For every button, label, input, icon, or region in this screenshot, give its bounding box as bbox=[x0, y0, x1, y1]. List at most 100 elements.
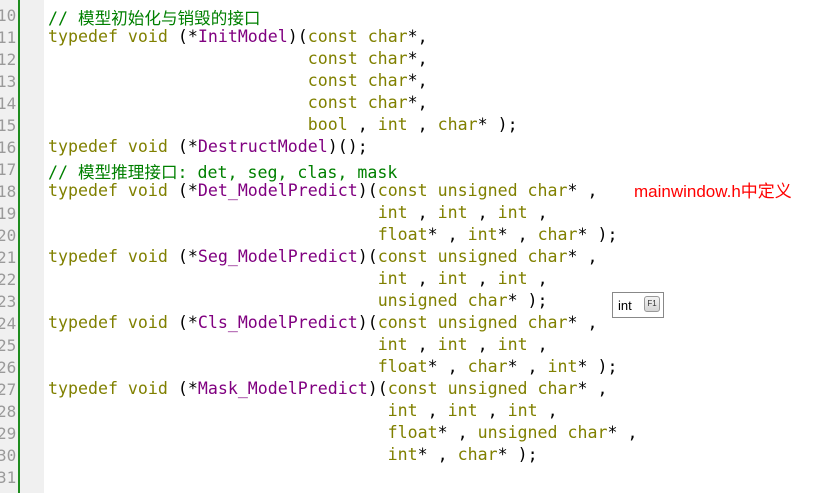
line-number: 21 bbox=[0, 248, 17, 267]
keyword-token: float bbox=[377, 357, 428, 376]
punctuation-token: , bbox=[467, 335, 498, 354]
punctuation-token: , bbox=[347, 115, 378, 134]
keyword-token: int bbox=[377, 269, 408, 288]
code-line: float* , char* , int* ); bbox=[48, 357, 637, 379]
punctuation-token bbox=[48, 115, 308, 134]
keyword-token: char bbox=[467, 357, 508, 376]
keyword-token: unsigned char bbox=[477, 423, 608, 442]
code-line: typedef void (*Mask_ModelPredict)(const … bbox=[48, 379, 637, 401]
keyword-token: int bbox=[387, 445, 418, 464]
punctuation-token: * , bbox=[567, 181, 598, 200]
punctuation-token: )(); bbox=[327, 137, 368, 156]
punctuation-token: * ); bbox=[477, 115, 518, 134]
keyword-token: int bbox=[497, 335, 528, 354]
punctuation-token bbox=[48, 269, 378, 288]
punctuation-token: * , bbox=[427, 357, 468, 376]
punctuation-token: * , bbox=[497, 225, 538, 244]
punctuation-token: * , bbox=[607, 423, 638, 442]
keyword-token: const unsigned char bbox=[377, 313, 568, 332]
line-number: 10 bbox=[0, 6, 17, 25]
function-name-token: Seg_ModelPredict bbox=[197, 247, 358, 266]
tooltip-text: int bbox=[618, 298, 632, 313]
change-marker-bar bbox=[18, 0, 20, 493]
line-number: 23 bbox=[0, 292, 17, 311]
punctuation-token: (* bbox=[177, 247, 198, 266]
code-line: float* , unsigned char* , bbox=[48, 423, 638, 445]
punctuation-token: (* bbox=[177, 137, 198, 156]
punctuation-token: * , bbox=[417, 445, 458, 464]
punctuation-token: * ); bbox=[507, 291, 548, 310]
punctuation-token: (* bbox=[177, 379, 198, 398]
punctuation-token bbox=[48, 225, 378, 244]
punctuation-token: , bbox=[407, 269, 438, 288]
keyword-token: int bbox=[467, 225, 498, 244]
punctuation-token: , bbox=[417, 401, 448, 420]
punctuation-token: * , bbox=[437, 423, 478, 442]
punctuation-token bbox=[48, 335, 378, 354]
code-line: // 模型推理接口: det, seg, clas, mask bbox=[48, 159, 637, 182]
keyword-token: int bbox=[547, 357, 578, 376]
keyword-token: const char bbox=[307, 49, 408, 68]
line-number: 25 bbox=[0, 336, 17, 355]
keyword-token: int bbox=[377, 335, 408, 354]
function-name-token: Cls_ModelPredict bbox=[197, 313, 358, 332]
function-name-token: InitModel bbox=[197, 27, 288, 46]
keyword-token: char bbox=[457, 445, 498, 464]
keyword-token: float bbox=[387, 423, 438, 442]
punctuation-token: , bbox=[527, 269, 548, 288]
punctuation-token: , bbox=[527, 203, 548, 222]
code-line: const char*, bbox=[48, 71, 637, 93]
comment-token: // 模型推理接口: det, seg, clas, mask bbox=[48, 163, 398, 182]
code-line: int* , char* ); bbox=[48, 445, 637, 467]
keyword-token: int bbox=[437, 335, 468, 354]
line-number: 15 bbox=[0, 116, 17, 135]
line-number-gutter bbox=[0, 0, 44, 493]
punctuation-token: * ); bbox=[577, 357, 618, 376]
punctuation-token bbox=[48, 423, 388, 442]
punctuation-token: * , bbox=[577, 379, 608, 398]
keyword-token: typedef void bbox=[48, 27, 178, 46]
line-number: 20 bbox=[0, 226, 17, 245]
keyword-token: const unsigned char bbox=[377, 181, 568, 200]
punctuation-token: , bbox=[407, 335, 438, 354]
code-line: int , int , int , bbox=[48, 203, 637, 225]
punctuation-token: , bbox=[477, 401, 508, 420]
keyword-token: char bbox=[537, 225, 578, 244]
punctuation-token bbox=[48, 49, 308, 68]
code-line: typedef void (*InitModel)(const char*, bbox=[48, 27, 637, 49]
code-line: // 模型初始化与销毁的接口 bbox=[48, 5, 637, 28]
keyword-token: int bbox=[507, 401, 538, 420]
line-number: 11 bbox=[0, 28, 17, 47]
punctuation-token: )( bbox=[357, 247, 378, 266]
code-line bbox=[48, 467, 637, 489]
line-number: 27 bbox=[0, 380, 17, 399]
keyword-token: const char bbox=[307, 71, 408, 90]
punctuation-token bbox=[48, 357, 378, 376]
code-line: const char*, bbox=[48, 93, 637, 115]
comment-token: // 模型初始化与销毁的接口 bbox=[48, 9, 261, 28]
code-line: unsigned char* ); bbox=[48, 291, 637, 313]
punctuation-token: (* bbox=[177, 313, 198, 332]
punctuation-token: , bbox=[407, 203, 438, 222]
punctuation-token bbox=[48, 401, 388, 420]
keyword-token: typedef void bbox=[48, 181, 178, 200]
punctuation-token: )( bbox=[357, 313, 378, 332]
line-number: 13 bbox=[0, 72, 17, 91]
line-number: 31 bbox=[0, 468, 17, 487]
punctuation-token: )( bbox=[357, 181, 378, 200]
punctuation-token: * , bbox=[567, 313, 598, 332]
punctuation-token bbox=[48, 445, 388, 464]
f1-key-icon[interactable]: F1 bbox=[644, 296, 660, 312]
keyword-token: const unsigned char bbox=[377, 247, 568, 266]
punctuation-token: , bbox=[467, 203, 498, 222]
punctuation-token: *, bbox=[407, 71, 428, 90]
keyword-token: const char bbox=[307, 27, 408, 46]
keyword-token: int bbox=[497, 269, 528, 288]
code-line: typedef void (*DestructModel)(); bbox=[48, 137, 637, 159]
keyword-token: int bbox=[497, 203, 528, 222]
code-line: int , int , int , bbox=[48, 401, 637, 423]
punctuation-token: (* bbox=[177, 27, 198, 46]
punctuation-token bbox=[48, 71, 308, 90]
punctuation-token: * , bbox=[427, 225, 468, 244]
